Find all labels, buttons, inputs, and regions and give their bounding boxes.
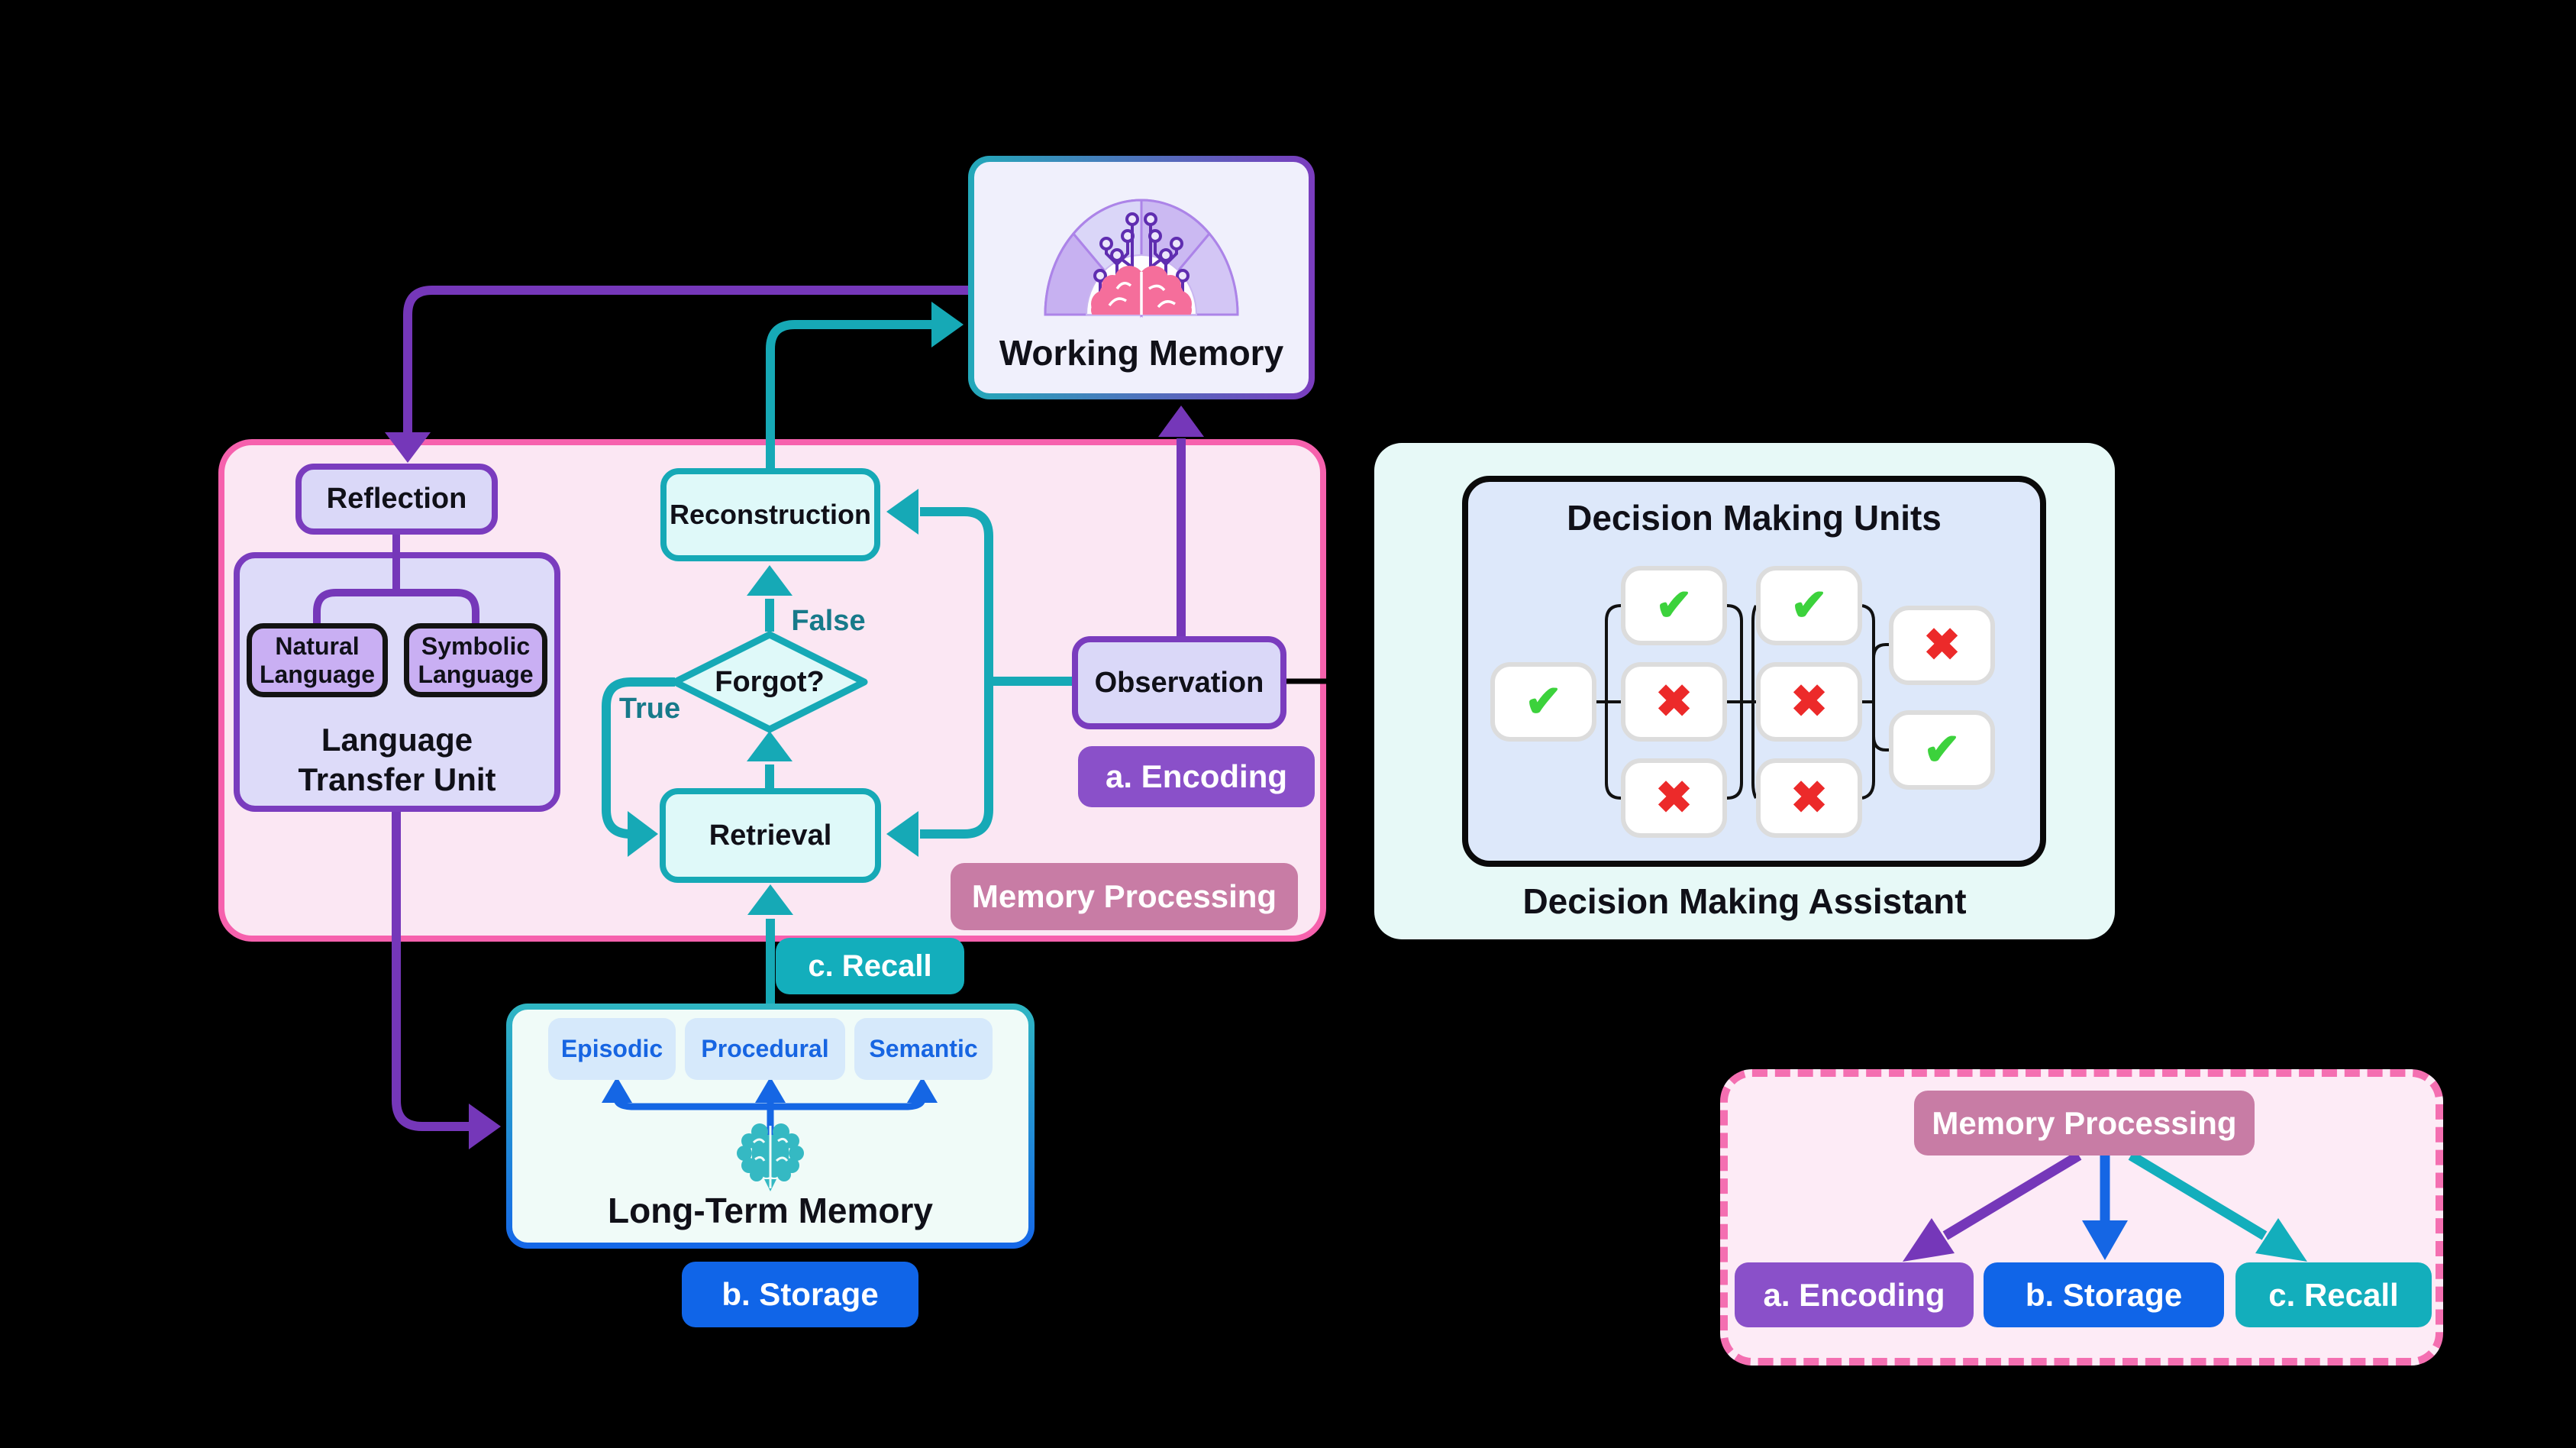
arrowhead-observation-to-wm	[1158, 406, 1204, 437]
tab-semantic: Semantic	[854, 1018, 993, 1080]
decision-cell: ✖	[1756, 758, 1862, 838]
legend-title-badge: Memory Processing	[1914, 1091, 2255, 1155]
tab-procedural: Procedural	[685, 1018, 845, 1080]
decision-cell: ✔	[1490, 662, 1596, 742]
natural-language-chip: Natural Language	[247, 623, 388, 697]
forgot-diamond	[671, 631, 868, 733]
arrowhead-legend-recall	[2255, 1218, 2307, 1262]
encoding-badge: a. Encoding	[1078, 746, 1315, 807]
false-label: False	[791, 604, 866, 637]
true-label: True	[618, 692, 681, 725]
arrowhead-trunk-to-reconstruction	[886, 489, 918, 535]
arrowhead-ltm-to-retrieval	[747, 884, 793, 915]
decision-assistant-caption: Decision Making Assistant	[1522, 881, 1967, 921]
legend-encoding-badge: a. Encoding	[1735, 1262, 1974, 1327]
check-icon: ✔	[1525, 677, 1562, 726]
working-memory-brain-icon	[1044, 199, 1239, 318]
cross-icon: ✖	[1655, 773, 1693, 823]
decision-cell: ✔	[1889, 710, 1995, 790]
memory-processing-badge: Memory Processing	[951, 863, 1298, 930]
working-memory-label: Working Memory	[999, 333, 1284, 373]
retrieval-node: Retrieval	[660, 788, 881, 883]
arrowhead-wm-to-reflection	[385, 432, 431, 463]
storage-badge: b. Storage	[682, 1262, 918, 1327]
cross-icon: ✖	[1923, 620, 1961, 670]
decision-cell: ✔	[1756, 566, 1862, 645]
arrowhead-reconstruction-to-wm	[931, 302, 964, 347]
legend-storage-badge: b. Storage	[1984, 1262, 2224, 1327]
check-icon: ✔	[1790, 580, 1828, 630]
arrowhead-trunk-to-retrieval	[886, 811, 918, 857]
decision-cell: ✖	[1889, 606, 1995, 685]
decision-units-title: Decision Making Units	[1567, 498, 1942, 538]
cross-icon: ✖	[1790, 773, 1828, 823]
check-icon: ✔	[1655, 580, 1693, 630]
reflection-node: Reflection	[295, 464, 498, 535]
tab-episodic: Episodic	[548, 1018, 676, 1080]
arrowhead-ltu-to-ltm	[469, 1104, 501, 1149]
symbolic-language-chip: Symbolic Language	[404, 623, 547, 697]
arrowhead-legend-encoding	[1903, 1218, 1955, 1262]
cross-icon: ✖	[1790, 677, 1828, 726]
ltm-label: Long-Term Memory	[608, 1191, 933, 1230]
check-icon: ✔	[1923, 725, 1961, 774]
forgot-label: Forgot?	[715, 665, 825, 698]
arrowhead-legend-storage	[2082, 1220, 2128, 1260]
decision-cell: ✔	[1621, 566, 1727, 645]
arrowhead-false-branch	[747, 565, 792, 596]
arrowhead-true-branch	[628, 811, 658, 857]
recall-badge: c. Recall	[776, 938, 964, 994]
ltm-brain-icon	[737, 1123, 804, 1191]
reconstruction-node: Reconstruction	[660, 468, 880, 561]
decision-cell: ✖	[1621, 662, 1727, 742]
arrowhead-retrieval-to-forgot	[747, 731, 792, 761]
legend-recall-badge: c. Recall	[2235, 1262, 2432, 1327]
observation-node: Observation	[1072, 636, 1286, 729]
decision-cell: ✖	[1621, 758, 1727, 838]
decision-cell: ✖	[1756, 662, 1862, 742]
cross-icon: ✖	[1655, 677, 1693, 726]
ltu-label: Language Transfer Unit	[298, 721, 496, 798]
